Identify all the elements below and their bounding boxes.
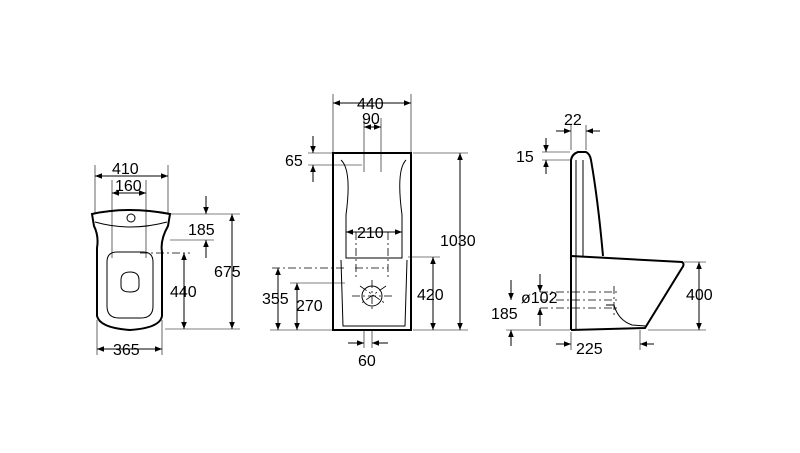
dim-rear-height-355: 355	[262, 291, 289, 308]
side-bowl-outline	[570, 255, 685, 331]
dim-side-tank-depth: 22	[564, 112, 582, 129]
dim-front-width-inlet: 160	[115, 178, 142, 195]
rear-lower-contour	[340, 259, 408, 327]
dim-front-height-mid: 440	[170, 284, 197, 301]
dim-rear-height-420: 420	[417, 287, 444, 304]
dim-front-height-seat: 185	[188, 222, 215, 239]
dim-side-outlet-dia: ø102	[521, 290, 558, 307]
dim-rear-height-total: 1030	[440, 233, 476, 250]
front-view: 410 160 365 185 440 675	[90, 161, 241, 359]
dim-rear-width-inner: 210	[357, 225, 384, 242]
dim-front-width-top: 410	[112, 161, 139, 178]
front-rim	[94, 221, 168, 228]
front-inlet-hole	[126, 213, 136, 223]
dim-rear-width-tank: 440	[357, 96, 384, 113]
dim-rear-height-270: 270	[296, 298, 323, 315]
dim-rear-top-offset: 65	[285, 153, 303, 170]
rear-view: 440 90 65 210 1030 355 270 420 60	[262, 94, 476, 370]
dim-side-outlet-height: 185	[491, 306, 518, 323]
front-seat	[106, 251, 154, 319]
dim-side-height-400: 400	[686, 287, 713, 304]
dim-front-width-base: 365	[113, 342, 140, 359]
rear-inner-contour	[340, 159, 407, 259]
side-view: 22 15 ø102 185 225 400	[491, 112, 713, 358]
dim-side-depth-225: 225	[576, 341, 603, 358]
dim-side-tank-top: 15	[516, 149, 534, 166]
dim-front-height-total: 675	[214, 264, 241, 281]
side-tank-outline	[570, 151, 604, 330]
dim-rear-width-bottom: 60	[358, 353, 376, 370]
front-seat-hinge	[120, 271, 140, 293]
front-bowl-outline	[90, 209, 172, 332]
dim-rear-width-holes: 90	[362, 111, 380, 128]
